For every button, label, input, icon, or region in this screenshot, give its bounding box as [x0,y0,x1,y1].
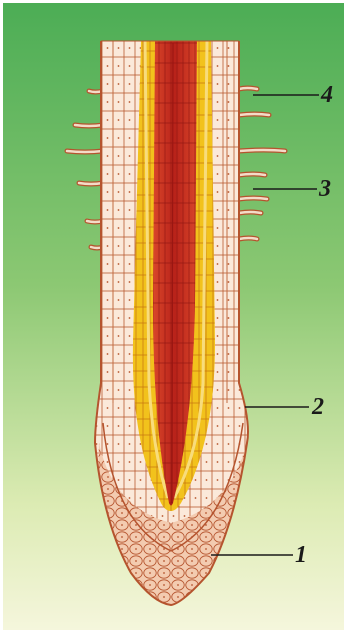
label-3: 3 [319,177,331,201]
label-2: 2 [312,395,324,419]
label-1: 1 [295,543,307,567]
root-tip-illustration: 4 3 2 1 [3,3,344,630]
label-4: 4 [321,83,333,107]
root-section-drawing [3,3,344,630]
